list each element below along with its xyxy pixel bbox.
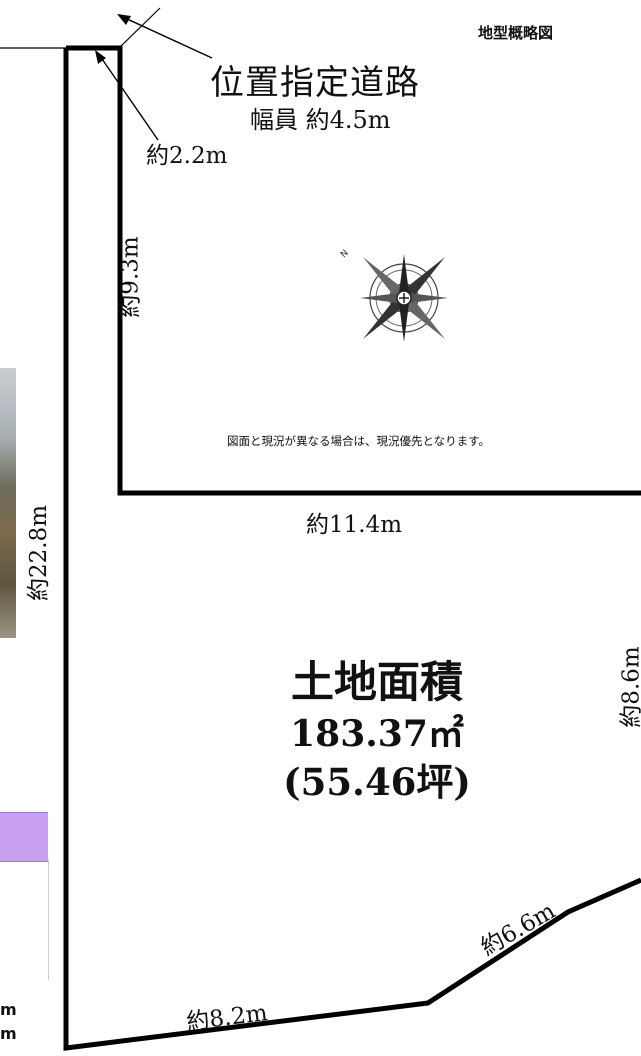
road-tick bbox=[119, 7, 161, 48]
land-area-m2: 183.37㎡ bbox=[290, 713, 464, 755]
cropped-photo-fragment bbox=[0, 368, 16, 638]
dim-right-side: 約8.6m bbox=[618, 646, 641, 728]
disclaimer-note: 図面と現況が異なる場合は、現況優先となります。 bbox=[227, 434, 491, 448]
compass-north-label: N bbox=[339, 248, 351, 260]
dim-inner-left: 約9.3m bbox=[117, 236, 144, 318]
road-name-label: 位置指定道路 bbox=[210, 63, 420, 103]
land-area-label: 土地面積 bbox=[291, 658, 463, 708]
cropped-purple-band bbox=[0, 812, 48, 862]
dim-inner-bottom: 約11.4m bbox=[306, 512, 403, 538]
land-area-tsubo: (55.46坪) bbox=[283, 760, 471, 804]
frontage-pointer-arrow bbox=[99, 55, 159, 141]
cropped-divider bbox=[48, 860, 49, 980]
road-arrowhead bbox=[117, 14, 131, 25]
cropped-text-fragment: m bbox=[0, 1024, 17, 1043]
compass-rose-icon bbox=[360, 254, 448, 342]
cropped-text-fragment: m bbox=[0, 1000, 17, 1019]
lot-boundary bbox=[63, 45, 641, 1051]
frontage-arrowhead bbox=[95, 50, 106, 64]
road-width-label: 幅員 約4.5m bbox=[250, 106, 391, 134]
road-pointer-arrow bbox=[124, 17, 213, 59]
dim-top-frontage: 約2.2m bbox=[146, 143, 228, 169]
dim-left-side: 約22.8m bbox=[26, 504, 53, 602]
diagram-title: 地型概略図 bbox=[478, 24, 554, 42]
land-area-block: 土地面積 183.37㎡ (55.46坪) bbox=[222, 655, 532, 807]
